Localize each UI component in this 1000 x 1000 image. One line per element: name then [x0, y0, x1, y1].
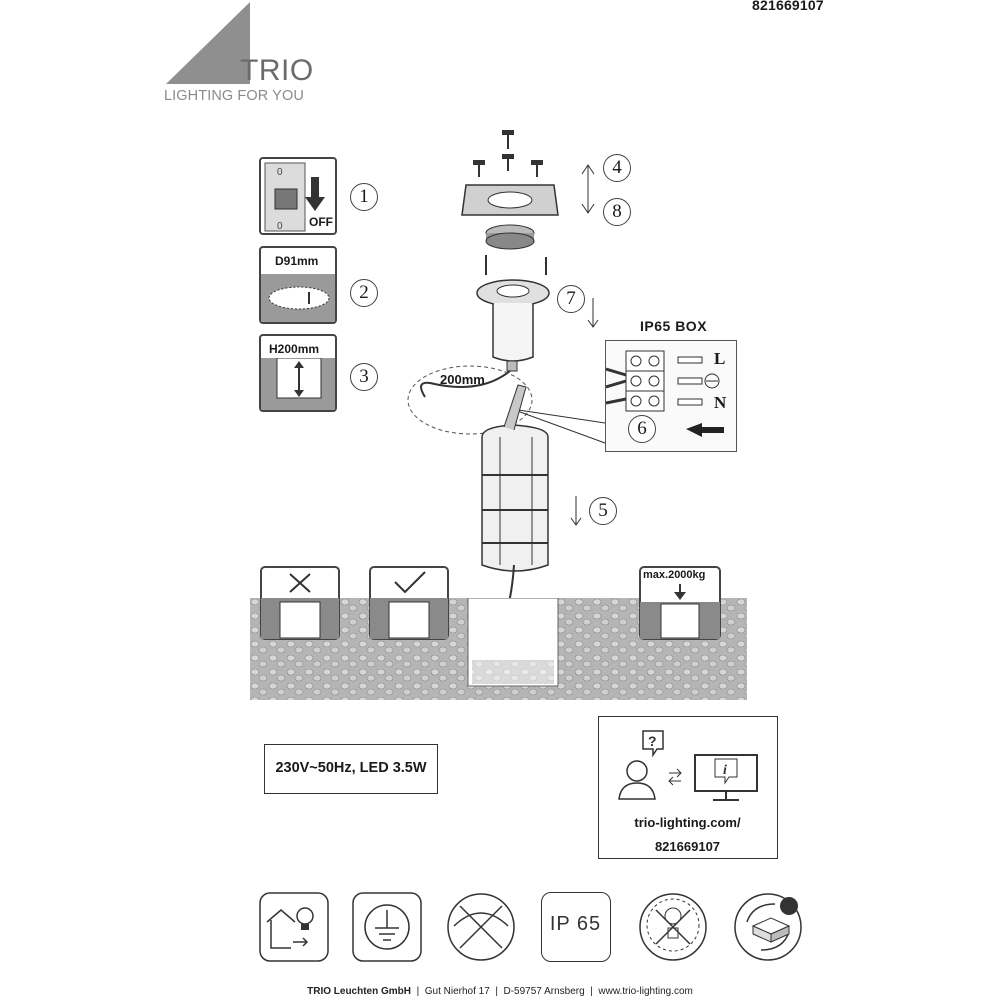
step-number-7: 7	[557, 285, 585, 313]
protective-earth-icon	[352, 892, 422, 962]
step-number-8: 8	[603, 198, 631, 226]
user-icon	[626, 760, 648, 782]
trio-logo: TRIO LIGHTING FOR YOU	[164, 0, 324, 110]
electrical-rating: 230V~50Hz, LED 3.5W	[264, 744, 438, 794]
junction-box-panel: L N 6	[605, 340, 737, 452]
off-label: OFF	[309, 215, 333, 229]
step-number-4: 4	[603, 154, 631, 182]
left-arrow-icon	[686, 423, 724, 437]
question-bubble-icon	[642, 730, 664, 758]
brand-tagline: LIGHTING FOR YOU	[164, 88, 304, 104]
assembly-diagram	[407, 130, 606, 614]
down-arrow-icon	[587, 298, 599, 328]
company-name: TRIO Leuchten GmbH	[307, 986, 412, 997]
svg-text:0: 0	[277, 167, 283, 178]
depth-label: H200mm	[269, 342, 320, 356]
wire-live-label: L	[714, 349, 726, 368]
diameter-label: D91mm	[275, 254, 319, 268]
document-number: 821669107	[752, 0, 824, 13]
ip-rating-icon: IP 65	[541, 892, 611, 962]
max-load-icon	[639, 566, 721, 640]
step-drill-depth-panel: H200mm	[259, 334, 337, 412]
down-arrow-icon	[570, 496, 582, 526]
led-not-replaceable-icon	[639, 893, 707, 961]
circuit-breaker-icon: 0 0	[264, 162, 325, 232]
brand-name: TRIO	[240, 54, 314, 87]
support-url: trio-lighting.com/	[634, 815, 741, 830]
support-article-number: 821669107	[654, 839, 721, 854]
cable-length-label: 200mm	[440, 372, 485, 387]
step-drill-diameter-panel: D91mm	[259, 246, 337, 324]
step-number-3: 3	[350, 363, 378, 391]
junction-box-title: IP65 BOX	[640, 318, 708, 334]
hole-depth-icon	[261, 358, 335, 410]
svg-text:?: ?	[648, 733, 657, 749]
earth-terminal-icon	[704, 373, 720, 389]
driver-not-replaceable-icon	[734, 893, 802, 961]
not-dimmable-icon	[447, 893, 515, 961]
online-help-icon: ? i	[618, 730, 758, 801]
outdoor-use-icon	[259, 892, 329, 962]
terminal-block-icon	[606, 350, 724, 437]
company-address: Gut Nierhof 17	[424, 986, 490, 997]
step-number-6: 6	[628, 415, 656, 443]
screw-icon	[473, 130, 543, 177]
step-number-2: 2	[350, 279, 378, 307]
svg-text:i: i	[723, 763, 727, 778]
max-load-label: max.2000kg	[643, 569, 706, 581]
incorrect-installation-icon	[260, 566, 340, 640]
step-number-5: 5	[589, 497, 617, 525]
product-info-panel: ? i trio-lighting.com/ 821669107	[598, 716, 778, 859]
svg-text:0: 0	[277, 221, 283, 232]
up-down-arrow-icon	[581, 164, 595, 214]
company-city: D-59757 Arnsberg	[503, 986, 585, 997]
ip-rating-label: IP 65	[549, 913, 602, 935]
step-number-1: 1	[350, 183, 378, 211]
company-website[interactable]: www.trio-lighting.com	[598, 986, 693, 997]
company-footer: TRIO Leuchten GmbH | Gut Nierhof 17 | D-…	[307, 986, 693, 997]
drill-hole-icon	[261, 274, 335, 322]
wire-neutral-label: N	[714, 393, 727, 412]
logo-triangle-icon	[166, 2, 250, 84]
info-bubble-icon	[714, 758, 738, 785]
step-power-off-panel: 0 0 OFF	[259, 157, 337, 235]
correct-installation-icon	[369, 566, 449, 640]
